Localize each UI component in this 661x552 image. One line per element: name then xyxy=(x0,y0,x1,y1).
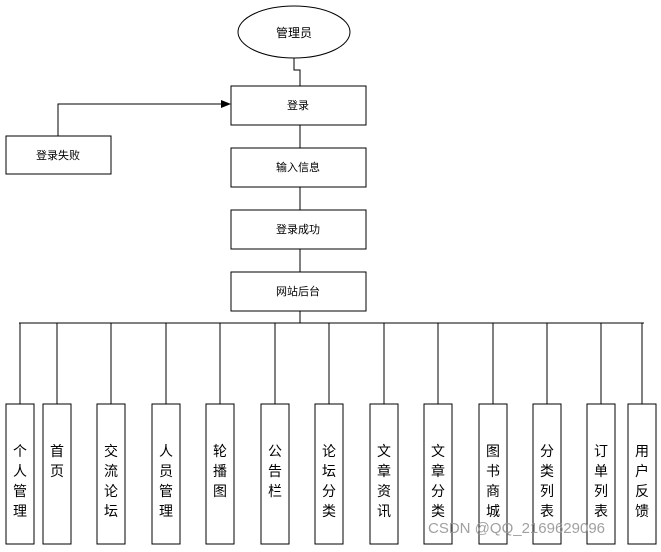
module-box-shape xyxy=(314,403,344,545)
module-label: 用户反馈 xyxy=(635,444,649,520)
module-box-shape xyxy=(5,403,35,545)
edge-failure-login xyxy=(57,103,222,136)
login-success-box xyxy=(230,209,367,250)
module-box: 用户反馈 xyxy=(627,403,657,545)
module-box-shape xyxy=(532,403,562,545)
module-box-shape xyxy=(627,403,657,545)
module-label: 首页 xyxy=(50,444,64,480)
module-box: 交流论坛 xyxy=(96,403,126,545)
module-label: 图书商城 xyxy=(486,444,500,520)
module-label: 个人管理 xyxy=(13,444,27,520)
login-box xyxy=(230,85,367,126)
input-info-box xyxy=(230,147,367,188)
watermark: CSDN @QQ_2169629096 xyxy=(428,520,605,537)
module-label: 论坛分类 xyxy=(322,444,336,520)
module-label: 轮播图 xyxy=(213,444,227,500)
connectors xyxy=(19,58,644,404)
backend-label: 网站后台 xyxy=(276,284,320,298)
module-box-shape xyxy=(205,403,235,545)
module-box: 分类列表 xyxy=(532,403,562,545)
module-box-shape xyxy=(260,403,290,545)
module-label: 分类列表 xyxy=(540,444,554,520)
module-box: 图书商城 xyxy=(478,403,508,545)
module-box-shape xyxy=(478,403,508,545)
backend-box xyxy=(230,271,367,312)
root-node-label: 管理员 xyxy=(276,25,312,40)
root-node-shape xyxy=(237,5,351,59)
module-box: 论坛分类 xyxy=(314,403,344,545)
module-label: 公告栏 xyxy=(268,444,282,500)
module-box: 个人管理 xyxy=(5,403,35,545)
module-label: 交流论坛 xyxy=(104,443,118,520)
module-box: 公告栏 xyxy=(260,403,290,545)
module-label: 订单列表 xyxy=(594,444,608,520)
module-box: 首页 xyxy=(42,403,72,545)
module-box: 文章分类 xyxy=(423,403,453,545)
module-box: 人员管理 xyxy=(151,403,181,545)
module-box-shape xyxy=(151,403,181,545)
module-row: 个人管理 首页 交流论坛 人员管理 轮播图 公告栏 论坛分类 文章资讯 文章分类 图书商城 分类列表… xyxy=(5,403,657,545)
module-box-shape xyxy=(586,403,616,545)
module-label: 文章分类 xyxy=(431,444,445,520)
module-box-shape xyxy=(96,403,126,545)
module-box-shape xyxy=(369,403,399,545)
module-box: 文章资讯 xyxy=(369,403,399,545)
module-box-shape xyxy=(42,403,72,545)
module-label: 文章资讯 xyxy=(377,444,391,520)
module-box: 订单列表 xyxy=(586,403,616,545)
module-box: 轮播图 xyxy=(205,403,235,545)
edge-root-login xyxy=(293,58,301,86)
arrowhead-login xyxy=(221,100,231,108)
login-label: 登录 xyxy=(287,98,309,112)
login-success-label: 登录成功 xyxy=(276,222,320,236)
login-failure-label: 登录失败 xyxy=(36,148,80,162)
module-label: 人员管理 xyxy=(159,444,173,520)
module-box-shape xyxy=(423,403,453,545)
input-info-label: 输入信息 xyxy=(276,160,320,174)
login-failure-box xyxy=(5,135,112,175)
